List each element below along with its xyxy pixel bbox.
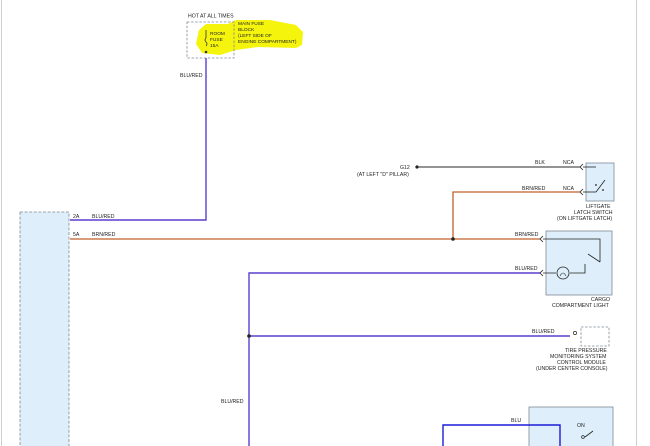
splice-blu-red — [247, 334, 251, 338]
tpms-label-4: (UNDER CENTER CONSOLE) — [536, 366, 608, 372]
cargo-internal-wire-bottom — [543, 264, 586, 274]
connector-chevron-blu-cargo — [539, 269, 544, 277]
left-module — [19, 211, 70, 446]
fuse-highlight — [196, 20, 303, 55]
fuse-line-3: 15A — [210, 43, 219, 49]
connector-chevron-brn-liftgate — [579, 188, 584, 196]
ignition-switch-arm — [584, 430, 594, 438]
nca-label-bottom: NCA — [563, 186, 574, 192]
main-fuse-block: HOT AT ALL TIMES ROOM FUSE 15A MAIN FUSE… — [186, 14, 303, 59]
tpms-label-2: MONITORING SYSTEM — [550, 354, 606, 360]
fuse-line-2: FUSE — [210, 37, 223, 43]
wire-label-brn-red-liftgate: BRN/RED — [522, 186, 546, 192]
wire-blu-red-trunk — [248, 272, 540, 446]
ground-location: (AT LEFT "D" PILLAR) — [357, 172, 409, 178]
splice-brn-red — [451, 237, 455, 241]
cargo-lamp-icon — [556, 266, 570, 280]
bottom-module-box — [528, 406, 614, 446]
block-label-3: (LEFT SIDE OF — [238, 33, 272, 39]
pin-5a-label: 5A — [73, 232, 80, 238]
tpms-terminal — [573, 331, 577, 335]
fuse-block-outline — [186, 21, 235, 59]
ignition-contact — [581, 435, 585, 439]
block-label-1: MAIN FUSE — [238, 21, 264, 27]
cargo-label-1: CARGO — [591, 297, 610, 303]
cargo-light-box — [545, 230, 613, 296]
switch-arm — [595, 179, 606, 193]
tpms-module-box — [580, 326, 610, 347]
cargo-internal-wire-top — [543, 238, 601, 262]
wire-blu-red-fuse — [70, 58, 207, 221]
wire-label-blu-red-cargo: BLU/RED — [515, 266, 538, 272]
tpms-control-module: TIRE PRESSURE MONITORING SYSTEM CONTROL … — [536, 326, 610, 372]
cargo-lamp-filament — [559, 272, 567, 277]
bottom-module: BLU ON — [442, 406, 614, 446]
pin-2a-wire-label: BLU/RED — [92, 214, 115, 220]
wire-blu — [442, 424, 561, 446]
liftgate-latch-switch: LIFTGATE LATCH SWITCH (ON LIFTGATE LATCH… — [557, 162, 615, 222]
switch-contact — [595, 184, 597, 186]
cargo-label-2: COMPARTMENT LIGHT — [552, 303, 610, 309]
wire-label-blu-red-top: BLU/RED — [180, 73, 203, 79]
on-label: ON — [577, 423, 585, 429]
wire-label-blu-red-left: BLU/RED — [221, 399, 244, 405]
pin-2a-label: 2A — [73, 214, 80, 220]
nca-label-top: NCA — [563, 160, 574, 166]
block-label-2: BLOCK — [238, 27, 255, 33]
wire-label-blu-red-tpms: BLU/RED — [532, 329, 555, 335]
ground-terminal — [415, 165, 419, 169]
liftgate-label-2: LATCH SWITCH — [574, 210, 613, 216]
tpms-label-1: TIRE PRESSURE — [565, 348, 607, 354]
liftgate-label-3: (ON LIFTGATE LATCH) — [557, 216, 612, 222]
fuse-terminal — [204, 50, 208, 54]
liftgate-label-1: LIFTGATE — [586, 204, 611, 210]
ground-g12: G12 (AT LEFT "D" PILLAR) — [357, 165, 419, 178]
fuse-element-icon — [204, 37, 208, 47]
wire-label-blu: BLU — [511, 418, 521, 424]
wire-label-blk: BLK — [535, 160, 545, 166]
ground-id: G12 — [400, 165, 410, 171]
liftgate-switch-box — [585, 162, 615, 202]
wire-brn-red-liftgate — [452, 191, 580, 239]
cargo-door-switch-arm — [587, 253, 601, 263]
wire-label-brn-red-cargo: BRN/RED — [515, 232, 539, 238]
block-label-4: ENGINE COMPARTMENT) — [238, 39, 297, 45]
fuse-line-1: ROOM — [210, 31, 225, 37]
switch-contact-2 — [602, 189, 604, 191]
tpms-label-3: CONTROL MODULE — [557, 360, 606, 366]
cargo-compartment-light: CARGO COMPARTMENT LIGHT — [543, 230, 613, 309]
connector-chevron-brn-cargo — [539, 235, 544, 243]
hot-at-all-times-label: HOT AT ALL TIMES — [188, 14, 234, 20]
pin-5a-wire-label: BRN/RED — [92, 232, 116, 238]
connector-chevron-blk — [579, 163, 584, 171]
